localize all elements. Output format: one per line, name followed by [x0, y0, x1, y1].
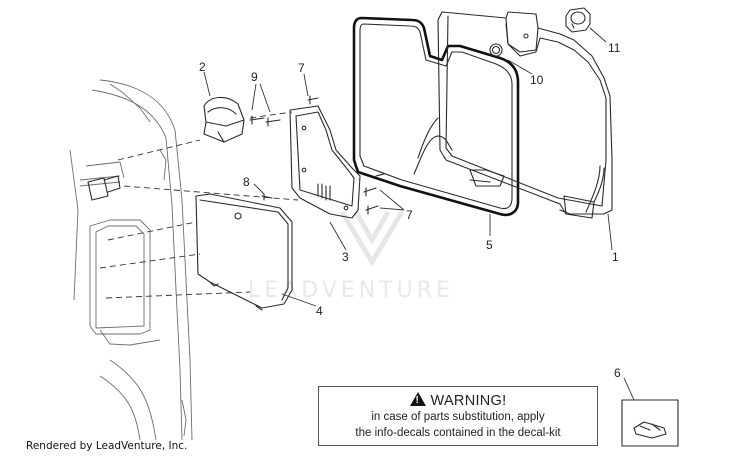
callout-9: 9	[251, 70, 258, 84]
part-1-box	[413, 11, 613, 219]
callout-7-right: 7	[406, 208, 413, 222]
part-6-decal-kit	[621, 399, 679, 447]
callout-2: 2	[199, 60, 206, 74]
callout-5: 5	[486, 238, 493, 252]
footer-credit: Rendered by LeadVenture, Inc.	[26, 440, 188, 452]
part-9-screws	[249, 115, 281, 127]
part-7-screw-top	[307, 95, 319, 105]
part-11-plug	[565, 7, 591, 33]
warning-title-row: ! WARNING!	[319, 391, 597, 409]
callout-numbers: 1 2 3 4 5 6 7 7 8 9 10 11	[199, 41, 621, 380]
part-4-lid	[195, 193, 293, 311]
warning-title: WARNING!	[430, 393, 507, 409]
callout-10: 10	[530, 73, 544, 87]
warning-triangle-icon: !	[409, 392, 426, 406]
frame-body	[69, 79, 193, 441]
warning-line-2: the info-decals contained in the decal-k…	[355, 427, 561, 439]
warning-box: ! WARNING! in case of parts substitution,…	[318, 386, 598, 446]
leadventure-logo-icon	[339, 210, 405, 267]
leader-lines	[203, 27, 635, 401]
part-7-screws-right	[363, 173, 385, 215]
callout-3: 3	[342, 250, 349, 264]
part-3-panel	[289, 105, 361, 219]
callout-7-top: 7	[298, 61, 305, 75]
part-2-bracket	[203, 96, 245, 143]
part-5-gasket	[352, 16, 520, 217]
alignment-lines	[99, 111, 299, 299]
part-8-screw	[261, 193, 273, 201]
callout-11: 11	[608, 41, 621, 55]
callout-4: 4	[316, 304, 323, 318]
callout-1: 1	[612, 250, 619, 264]
watermark-text: LEADVENTURE	[248, 278, 454, 303]
warning-line-1: in case of parts substitution, apply	[371, 411, 545, 423]
callout-6: 6	[614, 366, 621, 380]
callout-8: 8	[243, 175, 250, 189]
